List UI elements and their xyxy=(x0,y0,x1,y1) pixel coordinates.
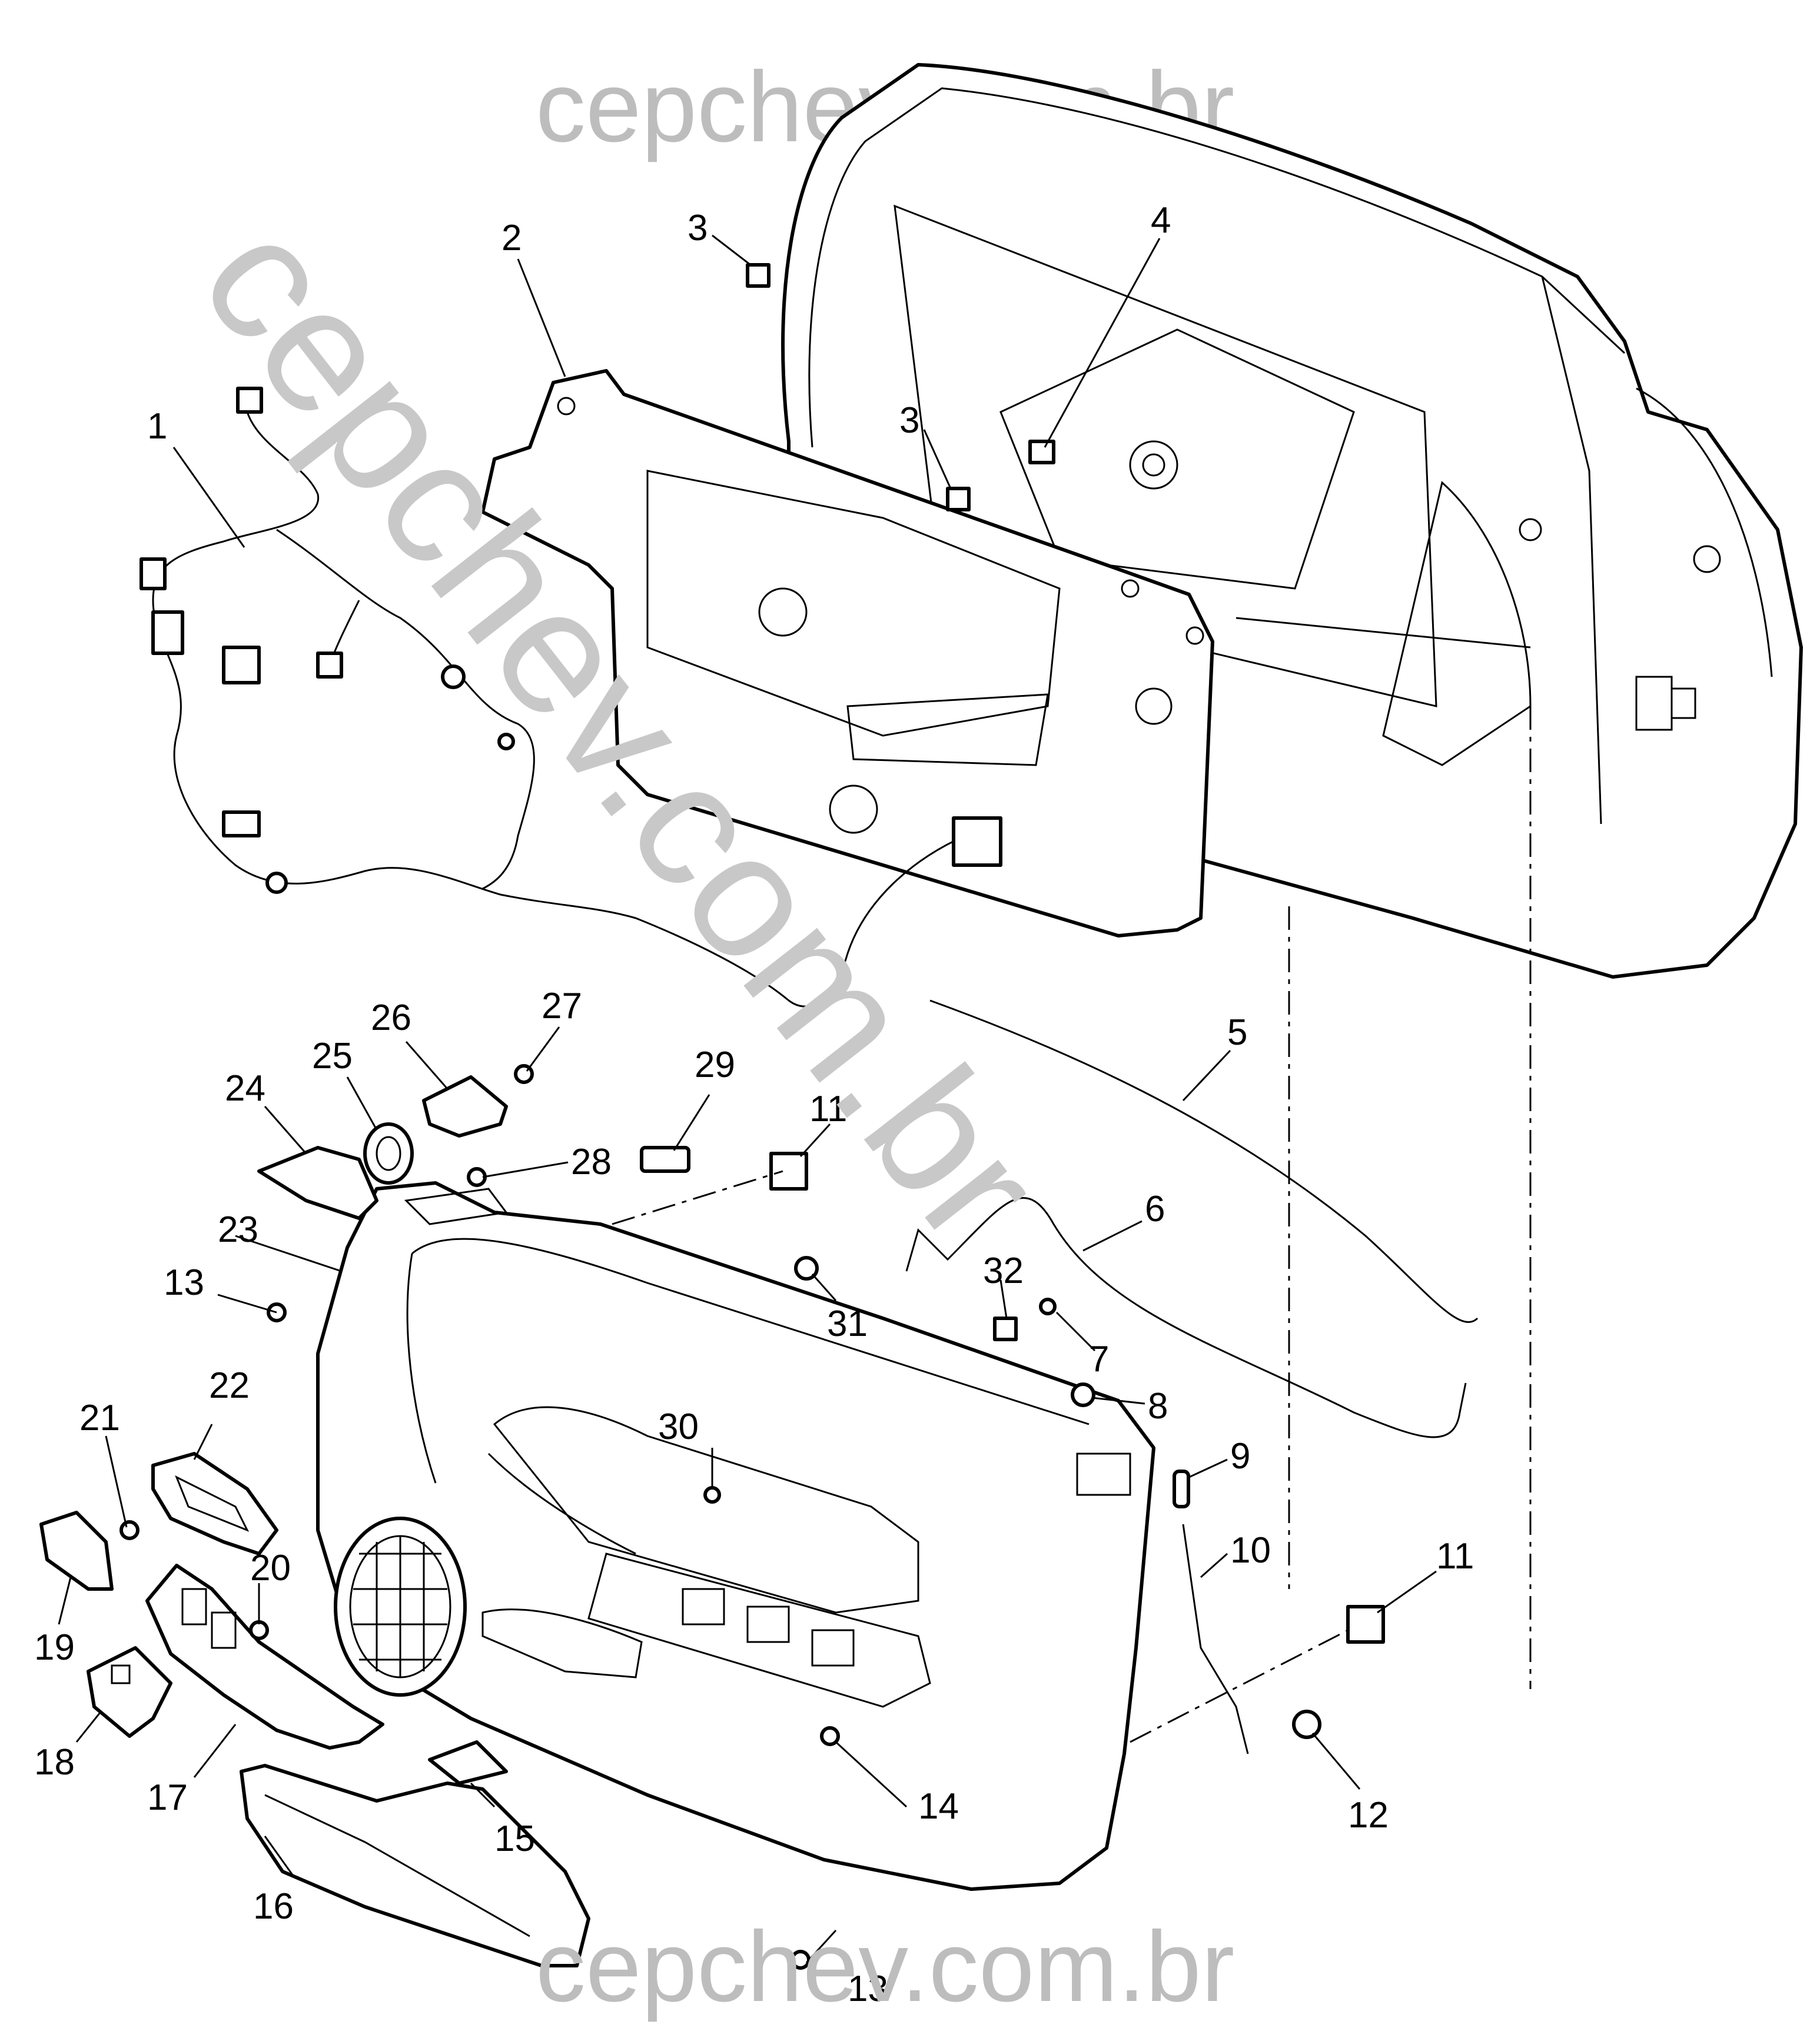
door-trim-panel xyxy=(316,1181,1155,1891)
nut-28 xyxy=(467,1167,487,1187)
retainer-32 xyxy=(993,1317,1018,1341)
callout-9: 9 xyxy=(1230,1436,1250,1477)
screw-21 xyxy=(119,1520,140,1540)
spacer-9 xyxy=(1173,1470,1190,1508)
callout-11-upper: 11 xyxy=(809,1089,847,1129)
callout-labels: 1 2 3 3 4 5 6 7 8 9 10 11 11 12 13 13 14… xyxy=(34,200,1474,2009)
retainer-3-lower xyxy=(946,487,971,511)
callout-28: 28 xyxy=(571,1142,612,1182)
leader-lines xyxy=(58,234,1532,1964)
callout-13-upper: 13 xyxy=(164,1262,204,1303)
callout-27: 27 xyxy=(542,986,582,1026)
callout-17: 17 xyxy=(147,1777,188,1818)
release-cable-6 xyxy=(905,1197,1467,1438)
callout-1: 1 xyxy=(147,406,167,447)
callout-25: 25 xyxy=(312,1036,353,1076)
door-lock-switch xyxy=(87,1646,172,1738)
callout-16: 16 xyxy=(253,1886,294,1927)
callout-11-lower: 11 xyxy=(1436,1536,1474,1577)
callout-29: 29 xyxy=(695,1045,735,1085)
callout-20: 20 xyxy=(250,1548,291,1588)
tweeter-speaker xyxy=(363,1122,414,1185)
weatherstrip-5 xyxy=(929,999,1479,1323)
push-pin-31 xyxy=(794,1256,819,1281)
callout-24: 24 xyxy=(225,1068,265,1109)
callout-3-upper: 3 xyxy=(688,208,708,248)
foam-pad-11-upper xyxy=(769,1152,808,1191)
callout-12: 12 xyxy=(1348,1795,1389,1836)
retainer-4 xyxy=(1028,440,1055,464)
watermark-bottom: cepchev.com.br xyxy=(536,1911,1234,2023)
callout-23: 23 xyxy=(218,1209,258,1250)
callout-7: 7 xyxy=(1089,1339,1109,1379)
rod-10 xyxy=(1182,1524,1249,1754)
callout-32: 32 xyxy=(983,1251,1024,1291)
trim-cap xyxy=(39,1511,114,1591)
callout-26: 26 xyxy=(371,998,411,1038)
door-wiring-harness xyxy=(140,387,1002,1008)
callout-4: 4 xyxy=(1151,200,1171,241)
callout-15: 15 xyxy=(494,1819,535,1859)
callout-21: 21 xyxy=(79,1398,120,1438)
bolt-20 xyxy=(249,1620,269,1640)
window-switch-bezel xyxy=(145,1564,384,1750)
armrest-pad xyxy=(240,1764,590,1967)
callout-5: 5 xyxy=(1227,1012,1247,1053)
callout-18: 18 xyxy=(34,1742,75,1783)
grommet-12 xyxy=(1292,1710,1321,1739)
callout-8: 8 xyxy=(1148,1386,1168,1427)
sail-panel-cover xyxy=(257,1146,378,1220)
speaker-bracket xyxy=(422,1075,508,1138)
screw-14 xyxy=(820,1726,840,1746)
callout-30: 30 xyxy=(658,1407,699,1447)
callout-31: 31 xyxy=(827,1304,868,1344)
callout-19: 19 xyxy=(34,1627,75,1668)
callout-10: 10 xyxy=(1230,1530,1271,1571)
retainer-3-upper xyxy=(746,263,770,288)
callout-2: 2 xyxy=(502,218,522,258)
bezel-15 xyxy=(428,1740,508,1785)
clip-29 xyxy=(640,1146,690,1173)
screw-30 xyxy=(703,1486,721,1504)
callout-13-lower: 13 xyxy=(848,1969,888,2009)
inside-door-handle xyxy=(151,1452,278,1555)
callout-6: 6 xyxy=(1145,1189,1165,1229)
bolt-7 xyxy=(1039,1298,1057,1315)
callout-22: 22 xyxy=(209,1365,250,1406)
push-pin-8 xyxy=(1071,1382,1095,1407)
callout-14: 14 xyxy=(918,1786,959,1827)
water-deflector-panel xyxy=(481,369,1214,938)
callout-3-lower: 3 xyxy=(899,400,919,441)
